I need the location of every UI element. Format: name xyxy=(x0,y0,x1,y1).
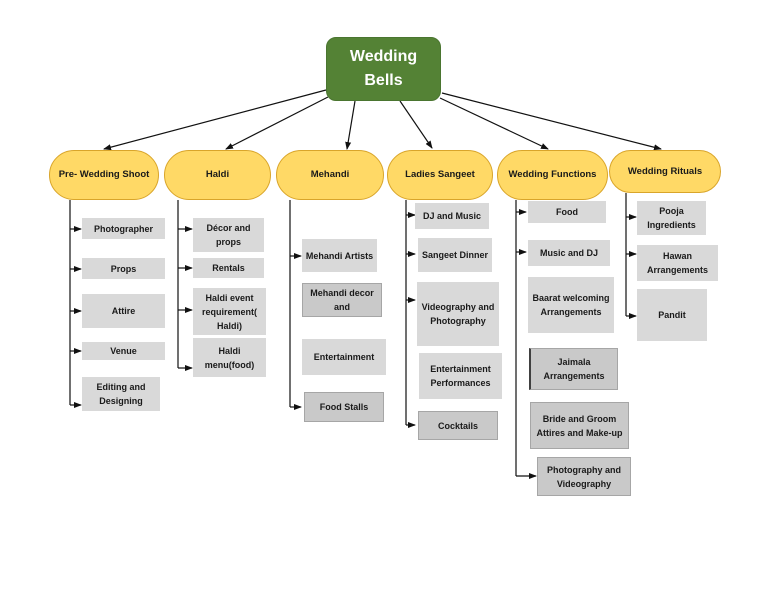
item-haldi-event-requirement[interactable]: Haldi event requirement( Haldi) xyxy=(193,288,266,335)
root-connector-0 xyxy=(103,89,327,151)
item-hawan-arrangements[interactable]: Hawan Arrangements xyxy=(637,245,718,281)
root-connector-4 xyxy=(439,97,549,150)
item-entertainment-performances[interactable]: Entertainment Performances xyxy=(419,353,502,399)
root-connector-2 xyxy=(345,100,356,150)
item-cocktails[interactable]: Cocktails xyxy=(418,411,498,440)
item-decor-and-props[interactable]: Décor and props xyxy=(193,218,264,252)
root-node[interactable]: Wedding Bells xyxy=(326,37,441,101)
root-connector-5 xyxy=(441,92,662,151)
item-jaimala-arrangements[interactable]: Jaimala Arrangements xyxy=(529,348,618,390)
item-music-and-dj[interactable]: Music and DJ xyxy=(528,240,610,266)
category-mehandi[interactable]: Mehandi xyxy=(276,150,384,200)
item-attire[interactable]: Attire xyxy=(82,294,165,328)
root-connector-3 xyxy=(399,100,433,149)
item-videography-and-photography[interactable]: Videography and Photography xyxy=(417,282,499,346)
category-haldi[interactable]: Haldi xyxy=(164,150,271,200)
item-bride-groom-attires-makeup[interactable]: Bride and Groom Attires and Make-up xyxy=(530,402,629,449)
category-wedding-functions[interactable]: Wedding Functions xyxy=(497,150,608,200)
item-haldi-menu[interactable]: Haldi menu(food) xyxy=(193,338,266,377)
category-wedding-rituals[interactable]: Wedding Rituals xyxy=(609,150,721,193)
item-mehandi-decor[interactable]: Mehandi decor and xyxy=(302,283,382,317)
item-sangeet-dinner[interactable]: Sangeet Dinner xyxy=(418,238,492,272)
item-photography-and-videography[interactable]: Photography and Videography xyxy=(537,457,631,496)
item-baarat-welcoming-arrangements[interactable]: Baarat welcoming Arrangements xyxy=(528,277,614,333)
category-pre-wedding-shoot[interactable]: Pre- Wedding Shoot xyxy=(49,150,159,200)
item-mehandi-artists[interactable]: Mehandi Artists xyxy=(302,239,377,272)
item-pandit[interactable]: Pandit xyxy=(637,289,707,341)
root-connector-1 xyxy=(225,96,329,150)
item-food-stalls[interactable]: Food Stalls xyxy=(304,392,384,422)
item-entertainment[interactable]: Entertainment xyxy=(302,339,386,375)
item-editing-and-designing[interactable]: Editing and Designing xyxy=(82,377,160,411)
item-pooja-ingredients[interactable]: Pooja Ingredients xyxy=(637,201,706,235)
item-food[interactable]: Food xyxy=(528,201,606,223)
item-props[interactable]: Props xyxy=(82,258,165,279)
item-rentals[interactable]: Rentals xyxy=(193,258,264,278)
category-ladies-sangeet[interactable]: Ladies Sangeet xyxy=(387,150,493,200)
item-dj-and-music[interactable]: DJ and Music xyxy=(415,203,489,229)
item-photographer[interactable]: Photographer xyxy=(82,218,165,239)
item-venue[interactable]: Venue xyxy=(82,342,165,360)
